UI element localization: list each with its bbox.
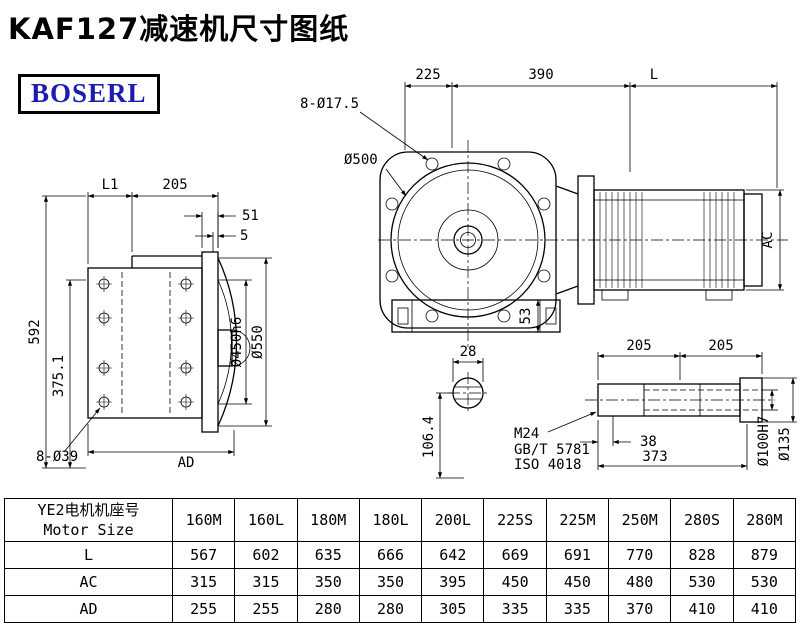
dim-28: 28	[460, 344, 477, 360]
standard-iso-4018: ISO 4018	[514, 457, 581, 473]
table-cell: 335	[545, 595, 610, 623]
flange-bolt-holes	[385, 157, 551, 323]
table-cell: 350	[296, 568, 360, 596]
table-cell: 395	[421, 568, 485, 596]
frame-column-header: 225M	[545, 498, 610, 542]
front-view-gearbox	[378, 140, 788, 348]
table-cell: 691	[545, 541, 610, 569]
motor-size-header-cn: YE2电机机座号	[37, 501, 140, 519]
table-cell: 635	[296, 541, 360, 569]
dim-205: 205	[162, 177, 187, 193]
table-cell: 642	[421, 541, 485, 569]
hollow-shaft-view	[585, 377, 775, 423]
table-cell: 450	[545, 568, 610, 596]
table-cell: 450	[483, 568, 547, 596]
front-view-dimensions: 225 390 L 8-Ø17.5 Ø500 AC 53	[300, 67, 784, 333]
page-title: KAF127减速机尺寸图纸	[8, 12, 350, 46]
dim-106_4: 106.4	[421, 416, 437, 458]
table-cell: 255	[234, 595, 298, 623]
table-cell: 530	[670, 568, 734, 596]
table-cell: 666	[358, 541, 423, 569]
table-cell: 879	[732, 541, 797, 569]
frame-column-header: 280S	[670, 498, 734, 542]
dim-225: 225	[415, 67, 440, 83]
frame-column-header: 160L	[234, 498, 298, 542]
bolt-callout-8-d17_5: 8-Ø17.5	[300, 96, 359, 112]
shaft-section-view: 28 106.4	[421, 344, 488, 479]
table-cell: 305	[421, 595, 485, 623]
table-cell: 370	[608, 595, 672, 623]
row-label: AC	[4, 568, 173, 596]
motor-fins	[599, 192, 735, 288]
thread-callout-m24: M24	[514, 426, 539, 442]
table-cell: 280	[296, 595, 360, 623]
table-cell: 315	[234, 568, 298, 596]
motor-size-header-en: Motor Size	[43, 521, 134, 539]
housing-bolt-holes	[96, 276, 194, 410]
table-cell: 669	[483, 541, 547, 569]
dim-d550: Ø550	[250, 325, 266, 359]
frame-column-header: 250M	[608, 498, 672, 542]
frame-column-header: 180L	[358, 498, 423, 542]
dim-51: 51	[242, 208, 259, 224]
front-view-motor	[555, 175, 763, 305]
motor-size-table: YE2电机机座号 Motor Size 160M 160L 180M 180L …	[4, 498, 797, 623]
side-view-dimensions: L1 205 51 5 592 375.1 8-Ø39 AD Ø450h6	[27, 177, 272, 471]
dim-390: 390	[528, 67, 553, 83]
dim-373: 373	[642, 449, 667, 465]
side-view-gearbox	[87, 251, 251, 433]
dim-d500: Ø500	[344, 152, 378, 168]
dim-AC: AC	[760, 232, 776, 249]
frame-column-header: 225S	[483, 498, 547, 542]
table-row-AD: AD 255 255 280 280 305 335 335 370 410 4…	[4, 595, 797, 623]
boserl-logo: BOSERL	[18, 74, 160, 114]
dim-205-b: 205	[708, 338, 733, 354]
dim-592: 592	[27, 319, 43, 344]
table-cell: 410	[670, 595, 734, 623]
table-header-row: YE2电机机座号 Motor Size 160M 160L 180M 180L …	[4, 498, 797, 542]
dim-38: 38	[640, 434, 657, 450]
table-cell: 410	[732, 595, 797, 623]
table-cell: 255	[171, 595, 236, 623]
standard-gbt-5781: GB/T 5781	[514, 442, 590, 458]
table-cell: 335	[483, 595, 547, 623]
bolt-callout-8-d39: 8-Ø39	[36, 449, 78, 465]
row-label: AD	[4, 595, 173, 623]
dim-205-a: 205	[626, 338, 651, 354]
technical-drawing: 225 390 L 8-Ø17.5 Ø500 AC 53	[27, 67, 797, 479]
table-cell: 602	[234, 541, 298, 569]
dim-53: 53	[518, 308, 534, 325]
table-cell: 315	[171, 568, 236, 596]
table-cell: 530	[732, 568, 797, 596]
table-cell: 350	[358, 568, 423, 596]
dim-d135: Ø135	[777, 427, 793, 461]
dim-d100h7: Ø100H7	[756, 416, 772, 467]
table-row-AC: AC 315 315 350 350 395 450 450 480 530 5…	[4, 568, 797, 596]
table-cell: 480	[608, 568, 672, 596]
table-cell: 828	[670, 541, 734, 569]
dim-5: 5	[240, 228, 248, 244]
row-label: L	[4, 541, 173, 569]
frame-column-header: 160M	[171, 498, 236, 542]
motor-size-header-cell: YE2电机机座号 Motor Size	[4, 498, 173, 542]
dim-AD: AD	[178, 455, 195, 471]
dim-L1: L1	[102, 177, 119, 193]
table-row-L: L 567 602 635 666 642 669 691 770 828 87…	[4, 541, 797, 569]
dim-d450h6: Ø450h6	[229, 317, 245, 368]
frame-column-header: 280M	[732, 498, 797, 542]
table-cell: 567	[171, 541, 236, 569]
dim-L: L	[650, 67, 658, 83]
table-cell: 770	[608, 541, 672, 569]
frame-column-header: 180M	[296, 498, 360, 542]
dim-375_1: 375.1	[51, 355, 67, 397]
table-cell: 280	[358, 595, 423, 623]
hollow-shaft-dimensions: 205 205 38 373 M24 GB/T 5781 ISO 4018 Ø1…	[514, 338, 797, 473]
frame-column-header: 200L	[421, 498, 485, 542]
